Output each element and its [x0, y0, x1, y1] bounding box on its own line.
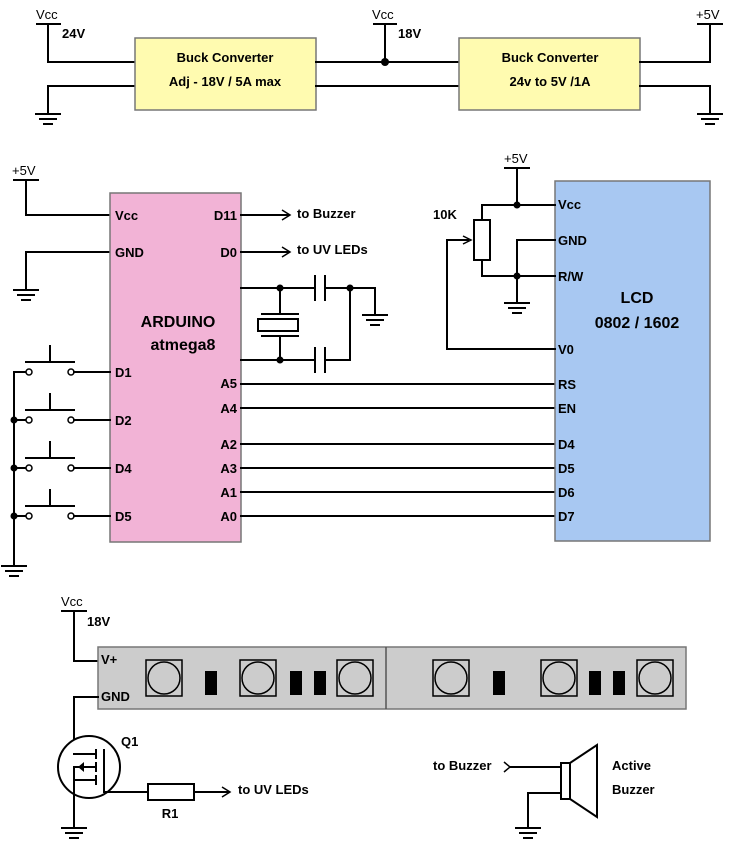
lcd-pin-d5: D5 [558, 461, 575, 476]
lcd-pin-d6: D6 [558, 485, 575, 500]
buzzer-input-label: to Buzzer [433, 758, 492, 773]
power-section: Vcc 24V Buck Converter Adj - 18V / 5A ma… [35, 7, 723, 125]
lcd-pin-rw: R/W [558, 269, 584, 284]
q1-label: Q1 [121, 734, 138, 749]
pin-d5: D5 [115, 509, 132, 524]
capacitor-icon [314, 347, 351, 373]
led-icon [336, 659, 374, 697]
pin-a4: A4 [220, 401, 237, 416]
vcc-label: Vcc [36, 7, 58, 22]
lcd-pin-en: EN [558, 401, 576, 416]
speaker-icon [560, 743, 598, 819]
pin-gnd: GND [115, 245, 144, 260]
resistor-chip [290, 671, 302, 695]
arduino-supply-label: +5V [12, 163, 36, 178]
pushbutton-d4 [10, 441, 111, 472]
pin-d4: D4 [115, 461, 132, 476]
pin-a1: A1 [220, 485, 237, 500]
pin-a5: A5 [220, 376, 237, 391]
led-icon [239, 659, 277, 697]
arduino-chip-model: atmega8 [151, 337, 216, 354]
ground-symbol [504, 302, 530, 314]
pin-a3: A3 [220, 461, 237, 476]
uv-vcc-label: Vcc [61, 594, 83, 609]
lcd-pin-gnd: GND [558, 233, 587, 248]
buck-converter-1 [134, 37, 317, 111]
v5-out-label: +5V [696, 7, 720, 22]
led-icon [636, 659, 674, 697]
resistor-r1 [147, 783, 195, 801]
pin-a0: A0 [220, 509, 237, 524]
led-icon [540, 659, 578, 697]
v24-label: 24V [62, 26, 85, 41]
ground-symbol [697, 113, 723, 125]
ground-symbol [1, 565, 27, 577]
lcd-pin-d7: D7 [558, 509, 575, 524]
pushbutton-d1 [13, 345, 111, 376]
pin-d11: D11 [214, 208, 237, 223]
strip-vplus: V+ [101, 652, 118, 667]
v18-label: 18V [398, 26, 421, 41]
pin-a2: A2 [220, 437, 237, 452]
arrow-icon [221, 786, 232, 798]
uv-18v-label: 18V [87, 614, 110, 629]
lcd-pin-rs: RS [558, 377, 576, 392]
pin-d1: D1 [115, 365, 132, 380]
arduino-chip [109, 192, 242, 543]
r1-label: R1 [162, 806, 179, 821]
data-bus [240, 383, 556, 517]
lcd-supply-label: +5V [504, 151, 528, 166]
lcd-pin-v0: V0 [558, 342, 574, 357]
arrow-icon [281, 209, 292, 221]
ground-symbol [515, 827, 541, 839]
resistor-chip [205, 671, 217, 695]
resistor-chip [613, 671, 625, 695]
arduino-name: ARDUINO [141, 314, 216, 331]
pin-d0: D0 [220, 245, 237, 260]
buck2-title: Buck Converter [502, 50, 599, 65]
pot-label: 10K [433, 207, 457, 222]
arduino-to-uv: to UV LEDs [297, 242, 368, 257]
lcd-module [554, 180, 711, 542]
buck-converter-2 [458, 37, 641, 111]
lcd-model: 0802 / 1602 [595, 315, 680, 332]
lcd-section: LCD 0802 / 1602 Vcc GND R/W V0 RS EN D4 … [433, 151, 711, 542]
led-strip [97, 646, 687, 710]
lcd-pin-vcc: Vcc [558, 197, 581, 212]
ground-symbol [61, 827, 87, 839]
uv-to-leds: to UV LEDs [238, 782, 309, 797]
resistor-chip [493, 671, 505, 695]
ground-symbol [13, 289, 39, 301]
lcd-name: LCD [621, 290, 654, 307]
ground-symbol [35, 113, 61, 125]
vcc-mid-label: Vcc [372, 7, 394, 22]
buck2-spec: 24v to 5V /1A [510, 74, 592, 89]
capacitor-icon [314, 275, 376, 301]
buck1-spec: Adj - 18V / 5A max [169, 74, 282, 89]
led-icon [432, 659, 470, 697]
junction-dot [381, 58, 389, 66]
uv-section: Vcc 18V V+ GND [57, 594, 687, 839]
buzzer-label-2: Buzzer [612, 782, 655, 797]
pushbutton-d2 [10, 393, 111, 424]
pin-d2: D2 [115, 413, 132, 428]
pushbutton-d5 [10, 489, 111, 520]
arrow-icon [281, 246, 292, 258]
buck1-title: Buck Converter [177, 50, 274, 65]
crystal-oscillator [240, 284, 316, 364]
arduino-section: +5V ARDUINO atmega8 Vcc GND D1 D2 D4 D5 … [1, 163, 556, 577]
resistor-chip [589, 671, 601, 695]
buzzer-label-1: Active [612, 758, 651, 773]
resistor-chip [314, 671, 326, 695]
ground-symbol [362, 314, 388, 326]
strip-gnd: GND [101, 689, 130, 704]
pin-vcc: Vcc [115, 208, 138, 223]
buzzer-section: to Buzzer Active Buzzer [433, 743, 655, 839]
led-icon [145, 659, 183, 697]
lcd-pin-d4: D4 [558, 437, 575, 452]
arduino-to-buzzer: to Buzzer [297, 206, 356, 221]
